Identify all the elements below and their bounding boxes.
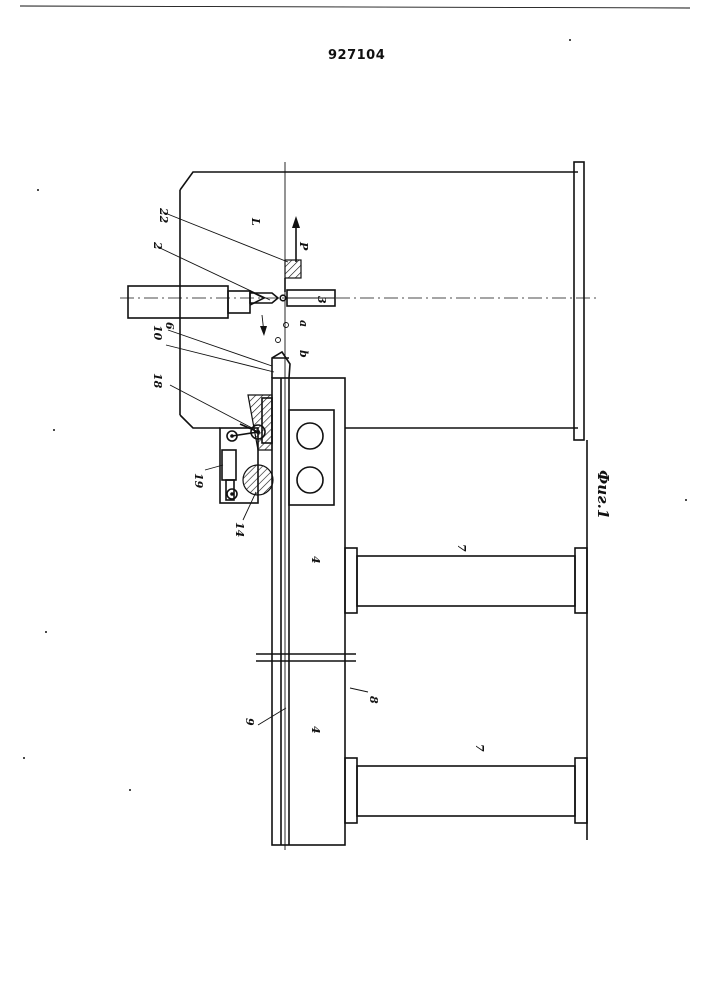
scan-edge-line — [20, 6, 690, 8]
point-a — [284, 323, 289, 328]
arrow-b — [260, 315, 267, 336]
label-22: 22 — [157, 207, 170, 224]
label-10: 10 — [151, 325, 164, 341]
leg-7-lower — [345, 758, 587, 823]
clamp-arm-10 — [248, 395, 272, 450]
label-19: 19 — [192, 473, 205, 489]
label-6: 6 — [163, 322, 176, 330]
label-7-upper: 7 — [455, 544, 468, 552]
block-22 — [285, 260, 301, 278]
label-4-lower: 4 — [309, 726, 322, 734]
label-7-lower: 7 — [473, 744, 486, 752]
arrow-p — [292, 216, 300, 262]
label-2: 2 — [151, 241, 164, 250]
label-9: 9 — [243, 718, 256, 726]
roller-housing — [289, 410, 334, 505]
upper-frame — [180, 162, 584, 440]
label-P: P — [297, 241, 310, 251]
point-b — [276, 338, 281, 343]
label-8: 8 — [367, 696, 380, 704]
label-14: 14 — [233, 522, 246, 537]
label-L: L — [249, 217, 262, 226]
guide-6 — [272, 352, 290, 378]
leg-7-upper — [345, 548, 587, 613]
label-4-upper: 4 — [309, 556, 322, 564]
label-b: b — [297, 350, 310, 358]
callout-labels: 22 2 10 6 18 19 14 L P 3 a b 4 4 7 7 8 9 — [151, 207, 486, 752]
press-cylinder — [128, 286, 278, 318]
label-18: 18 — [151, 373, 164, 389]
figure-caption: Фиг.1 — [594, 470, 612, 519]
label-a: a — [297, 320, 310, 327]
label-3: 3 — [315, 296, 328, 304]
